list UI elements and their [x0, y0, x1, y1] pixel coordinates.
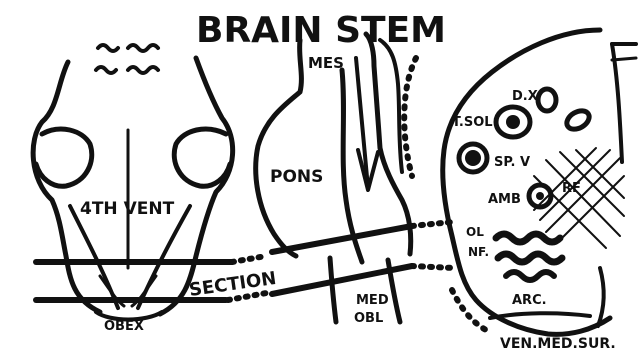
label-tractus-solitarius: T.SOL — [452, 115, 493, 130]
label-nucleus-ambiguus: AMB — [488, 192, 521, 207]
diagram-title: BRAIN STEM — [196, 10, 446, 51]
dotted-connector-right-upper — [412, 222, 452, 226]
label-arcuate: ARC. — [512, 293, 547, 308]
dotted-arc-bottom — [452, 290, 486, 330]
label-obl: OBL — [354, 311, 383, 326]
label-nf: NF. — [468, 245, 489, 259]
label-reticular-formation: RF — [562, 181, 581, 196]
dotted-connector-upper — [232, 256, 266, 262]
label-dorsal-vagus: D.X — [512, 89, 538, 104]
label-med: MED — [356, 293, 389, 308]
label-4th-ventricle: 4TH VENT — [80, 199, 175, 219]
dotted-arc-top — [404, 58, 416, 176]
label-pons: PONS — [270, 167, 323, 187]
label-spinal-trigeminal: SP. V — [494, 155, 530, 170]
section-line-mid-upper — [272, 226, 412, 252]
dotted-connector-right-lower — [412, 266, 454, 268]
reticular-formation-hatch — [534, 148, 624, 248]
label-obex: OBEX — [104, 319, 144, 334]
label-olive: OL — [466, 225, 484, 239]
label-ven-med-sur: VEN.MED.SUR. — [500, 336, 616, 352]
label-mes: MES — [308, 54, 344, 72]
